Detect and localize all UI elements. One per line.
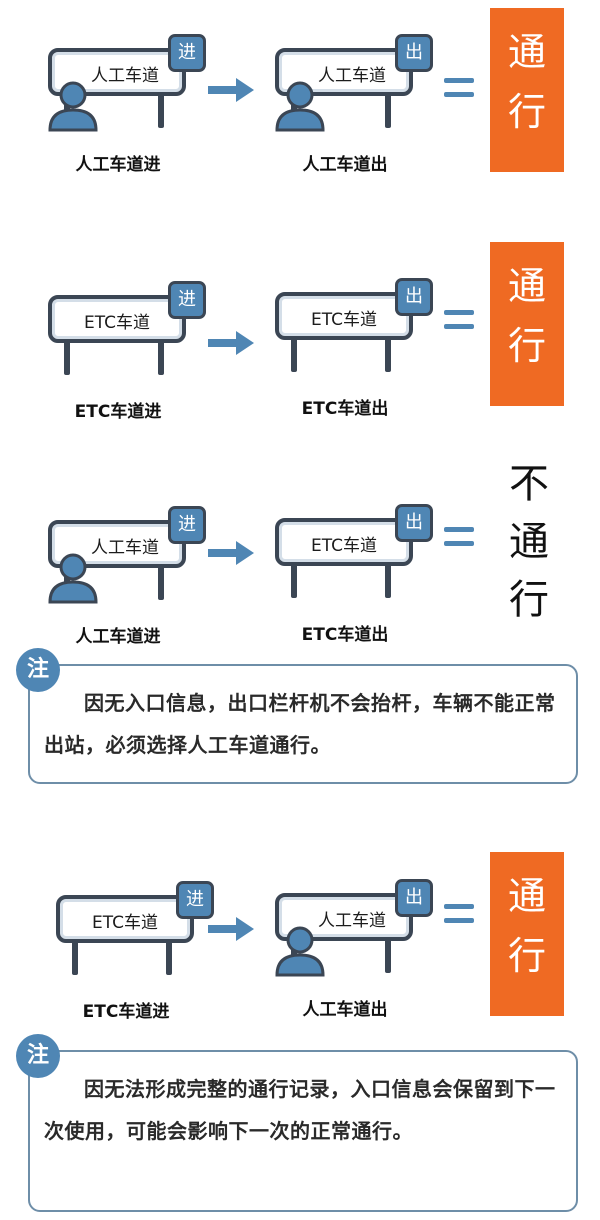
- lane-sign: ETC车道: [56, 895, 194, 943]
- result-text: 不 通 行: [494, 455, 564, 629]
- entry-badge: 进: [168, 281, 206, 319]
- lane-sign-text: ETC车道: [92, 913, 158, 933]
- lane-sign: ETC车道: [275, 292, 413, 340]
- person-icon: [48, 81, 98, 132]
- exit-lane: ETC车道 出 ETC车道出: [275, 504, 433, 668]
- exit-caption: ETC车道出: [301, 399, 389, 419]
- lane-sign-text: ETC车道: [311, 310, 377, 330]
- note-badge: 注: [16, 1034, 60, 1078]
- lane-sign: ETC车道: [48, 295, 186, 343]
- sign-post: [158, 566, 164, 600]
- sign-post: [64, 341, 70, 375]
- entry-badge: 进: [168, 34, 206, 72]
- result-char: 通: [507, 264, 546, 308]
- result-char: 通: [507, 30, 546, 74]
- sign-post: [385, 94, 391, 128]
- result-char: 通: [509, 519, 549, 565]
- sign-post: [158, 341, 164, 375]
- result-box: 通 行: [490, 242, 564, 406]
- lane-sign-text: 人工车道: [318, 911, 386, 931]
- arrow-right-icon: [208, 331, 254, 355]
- lane-sign-text: 人工车道: [318, 66, 386, 86]
- entry-lane: 人工车道 进 人工车道进: [48, 506, 206, 670]
- result-char: 行: [507, 324, 546, 368]
- sign-post: [291, 564, 297, 598]
- entry-badge: 进: [176, 881, 214, 919]
- note-text: 因无入口信息，出口栏杆机不会抬杆，车辆不能正常出站，必须选择人工车道通行。: [44, 691, 556, 757]
- entry-caption: ETC车道进: [82, 1002, 170, 1022]
- lane-sign: 人工车道: [275, 893, 413, 941]
- exit-lane: 人工车道 出 人工车道出: [275, 34, 433, 198]
- person-icon: [275, 81, 325, 132]
- exit-badge: 出: [395, 34, 433, 72]
- note-text: 因无法形成完整的通行记录，入口信息会保留到下一次使用，可能会影响下一次的正常通行…: [44, 1077, 556, 1143]
- exit-lane: ETC车道 出 ETC车道出: [275, 278, 433, 442]
- arrow-right-icon: [208, 917, 254, 941]
- exit-caption: 人工车道出: [302, 1000, 388, 1020]
- entry-lane: 人工车道 进 人工车道进: [48, 34, 206, 198]
- result-box: 通 行: [490, 852, 564, 1016]
- sign-post: [158, 94, 164, 128]
- entry-caption: 人工车道进: [75, 155, 161, 175]
- entry-lane: ETC车道 进 ETC车道进: [48, 281, 206, 445]
- sign-post: [291, 338, 297, 372]
- equals-icon: [444, 78, 474, 100]
- lane-sign-text: ETC车道: [311, 536, 377, 556]
- result-char: 行: [509, 577, 549, 623]
- equals-icon: [444, 904, 474, 926]
- result-char: 行: [507, 934, 546, 978]
- lane-sign-text: 人工车道: [91, 538, 159, 558]
- result-char: 不: [509, 461, 549, 507]
- lane-sign: ETC车道: [275, 518, 413, 566]
- equals-icon: [444, 527, 474, 549]
- result-char: 通: [507, 874, 546, 918]
- arrow-right-icon: [208, 78, 254, 102]
- person-icon: [48, 553, 98, 604]
- lane-sign-text: 人工车道: [91, 66, 159, 86]
- arrow-right-icon: [208, 541, 254, 565]
- result-box: 通 行: [490, 8, 564, 172]
- entry-caption: ETC车道进: [74, 402, 162, 422]
- note-box: 注 因无法形成完整的通行记录，入口信息会保留到下一次使用，可能会影响下一次的正常…: [16, 1034, 578, 1212]
- sign-post: [385, 939, 391, 973]
- note-box: 注 因无入口信息，出口栏杆机不会抬杆，车辆不能正常出站，必须选择人工车道通行。: [16, 648, 578, 784]
- note-badge: 注: [16, 648, 60, 692]
- lane-sign: 人工车道: [275, 48, 413, 96]
- exit-badge: 出: [395, 278, 433, 316]
- entry-lane: ETC车道 进 ETC车道进: [56, 881, 214, 1045]
- exit-caption: ETC车道出: [301, 625, 389, 645]
- equals-icon: [444, 310, 474, 332]
- exit-badge: 出: [395, 504, 433, 542]
- exit-caption: 人工车道出: [302, 155, 388, 175]
- sign-post: [385, 564, 391, 598]
- exit-lane: 人工车道 出 人工车道出: [275, 879, 433, 1043]
- entry-badge: 进: [168, 506, 206, 544]
- entry-caption: 人工车道进: [75, 627, 161, 647]
- exit-badge: 出: [395, 879, 433, 917]
- sign-post: [385, 338, 391, 372]
- sign-post: [72, 941, 78, 975]
- lane-sign: 人工车道: [48, 520, 186, 568]
- result-char: 行: [507, 90, 546, 134]
- sign-post: [166, 941, 172, 975]
- person-icon: [275, 926, 325, 977]
- lane-sign-text: ETC车道: [84, 313, 150, 333]
